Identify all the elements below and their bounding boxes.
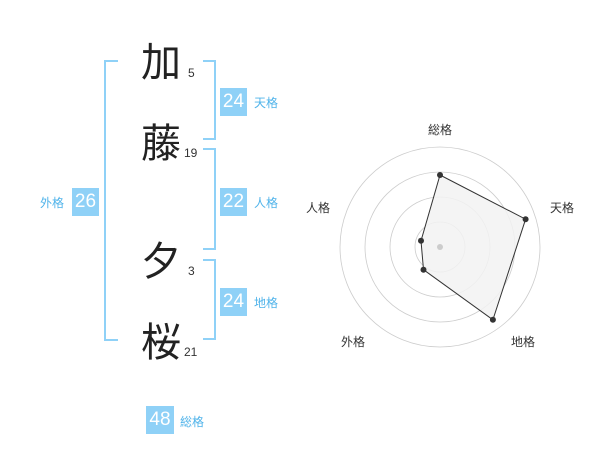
radar-center-dot — [437, 244, 443, 250]
tenkaku-value: 24 — [220, 88, 247, 116]
gaikaku-label: 外格 — [40, 196, 65, 210]
chikaku-value: 24 — [220, 288, 247, 316]
radar-axis-label-soukaku: 総格 — [428, 123, 453, 137]
stroke-count-3: 3 — [188, 264, 195, 278]
radar-axis-label-tenkaku: 天格 — [550, 201, 575, 215]
radar-point-soukaku — [437, 172, 443, 178]
jinkaku-label: 人格 — [254, 196, 279, 210]
soukaku-value: 48 — [146, 406, 174, 434]
gaikaku-value: 26 — [72, 188, 99, 216]
name-char-1: 加 — [141, 40, 181, 86]
name-char-4: 桜 — [141, 320, 181, 366]
radar-point-chikaku — [489, 316, 496, 323]
soukaku-label: 総格 — [180, 415, 205, 429]
stroke-count-1: 5 — [188, 66, 195, 80]
stroke-count-2: 19 — [184, 146, 198, 160]
radar-point-gaikaku — [420, 266, 427, 273]
radar-point-jinkaku — [418, 237, 424, 244]
jinkaku-value: 22 — [220, 188, 247, 216]
radar-point-tenkaku — [522, 216, 529, 223]
name-char-3: 夕 — [141, 239, 181, 285]
chikaku-label: 地格 — [254, 296, 279, 310]
radar-ring-4 — [339, 146, 541, 348]
radar-axis-label-jinkaku: 人格 — [306, 201, 331, 215]
radar-axis-label-chikaku: 地格 — [511, 335, 536, 349]
gaikaku-bracket — [104, 60, 118, 341]
stroke-count-4: 21 — [184, 345, 198, 359]
radar-value-polygon — [420, 174, 527, 321]
radar-axis-label-gaikaku: 外格 — [341, 335, 366, 349]
jinkaku-bracket — [203, 148, 216, 250]
name-char-2: 藤 — [141, 121, 181, 167]
tenkaku-bracket — [203, 60, 216, 140]
chikaku-bracket — [203, 259, 216, 340]
tenkaku-label: 天格 — [254, 96, 279, 110]
